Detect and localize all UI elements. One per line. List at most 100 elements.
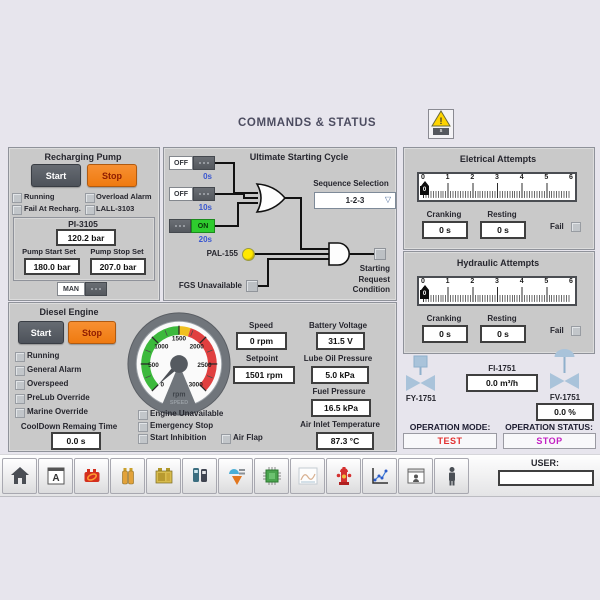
panel-title: Diesel Engine xyxy=(39,307,99,317)
pal-155-label: PAL-155 xyxy=(206,249,238,258)
svg-text:2500: 2500 xyxy=(197,362,212,369)
air-inlet-temp-value: 87.3 °C xyxy=(316,432,374,450)
alarm-summary-button[interactable]: A xyxy=(38,458,73,494)
operator-icon xyxy=(441,464,463,488)
scale-pointer: 0 xyxy=(420,285,429,299)
toggle-grip xyxy=(193,156,215,170)
starter-3-toggle[interactable]: ON xyxy=(169,219,215,233)
cranking-label: Cranking xyxy=(426,210,462,219)
trend-chart-button[interactable] xyxy=(290,458,325,494)
home-button[interactable] xyxy=(2,458,37,494)
svg-text:2000: 2000 xyxy=(190,343,205,350)
starter-1-toggle[interactable]: OFF xyxy=(169,156,215,170)
starter-2-toggle[interactable]: OFF xyxy=(169,187,215,201)
fv-1751-value: 0.0 % xyxy=(536,403,594,421)
fgs-unavailable-indicator xyxy=(246,280,258,292)
speed-gauge: 0 500 1000 1500 2000 2500 3000 rpm SPEED xyxy=(127,312,231,416)
pal-155-lamp xyxy=(242,248,255,261)
svg-text:0: 0 xyxy=(161,382,165,389)
cranking-value: 0 s xyxy=(422,221,468,239)
pump-stop-button[interactable]: Stop xyxy=(87,164,137,187)
running-label: Running xyxy=(24,192,55,201)
resting-label: Resting xyxy=(487,314,517,323)
gauge-unit: rpm xyxy=(173,391,186,398)
emergency-stop-label: Emergency Stop xyxy=(150,421,214,430)
scale-pointer: 0 xyxy=(420,181,429,195)
bottom-toolbar: A USER: xyxy=(0,454,600,497)
instruments-icon xyxy=(189,464,211,488)
fire-hydrant-icon xyxy=(333,464,355,488)
lall-3103-label: LALL-3103 xyxy=(96,204,135,213)
fuel-pressure-value: 16.5 kPa xyxy=(311,399,371,417)
fi-1751-value: 0.0 m³/h xyxy=(466,374,538,392)
operator-button[interactable] xyxy=(434,458,469,494)
lube-oil-pressure-label: Lube Oil Pressure xyxy=(303,354,373,363)
pump-stop-set-value[interactable]: 207.0 bar xyxy=(90,258,146,275)
pump-stop-set-label: Pump Stop Set xyxy=(90,247,144,256)
general-alarm-label: General Alarm xyxy=(27,365,82,374)
cpu-chip-icon xyxy=(261,464,283,488)
engine-button[interactable] xyxy=(74,458,109,494)
marine-override-label: Marine Override xyxy=(27,407,88,416)
generator-button[interactable] xyxy=(146,458,181,494)
general-alarm-indicator xyxy=(15,366,25,376)
fail-label: Fail xyxy=(550,222,564,231)
toggle-state: OFF xyxy=(169,156,193,170)
svg-text:1500: 1500 xyxy=(172,335,187,342)
pressure-settings-box: PI-3105 120.2 bar Pump Start Set Pump St… xyxy=(13,217,155,281)
and-gate xyxy=(328,242,350,266)
cranking-label: Cranking xyxy=(426,314,462,323)
pump-start-set-label: Pump Start Set xyxy=(22,247,76,256)
emergency-stop-indicator xyxy=(138,422,148,432)
air-inlet-temp-label: Air Inlet Temperature xyxy=(300,420,380,429)
engine-unavailable-label: Engine Unavailable xyxy=(150,409,224,418)
engine-icon xyxy=(81,464,103,488)
fail-indicator xyxy=(571,326,581,336)
engine-unavailable-indicator xyxy=(138,410,148,420)
toggle-grip xyxy=(193,187,215,201)
login-window-button[interactable] xyxy=(398,458,433,494)
separator-filter-button[interactable] xyxy=(218,458,253,494)
running-indicator xyxy=(12,193,22,203)
home-icon xyxy=(9,464,31,488)
fi-1751-label: FI-1751 xyxy=(488,364,516,373)
or-gate xyxy=(255,183,287,213)
panel-title: Eletrical Attempts xyxy=(459,154,537,164)
engine-start-button[interactable]: Start xyxy=(18,321,64,344)
fail-at-recharge-indicator xyxy=(12,205,22,215)
overload-alarm-indicator xyxy=(85,193,95,203)
fire-hydrant-button[interactable] xyxy=(326,458,361,494)
starter-2-time: 10s xyxy=(198,203,212,212)
gas-bottles-button[interactable] xyxy=(110,458,145,494)
overspeed-indicator xyxy=(15,380,25,390)
fy-1751-label: FY-1751 xyxy=(405,394,437,403)
separator-filter-icon xyxy=(225,464,247,488)
toggle-grip xyxy=(85,282,107,296)
user-input[interactable] xyxy=(498,470,594,486)
setpoint-value: 1501 rpm xyxy=(233,366,295,384)
engine-stop-button[interactable]: Stop xyxy=(68,321,116,344)
scatter-chart-button[interactable] xyxy=(362,458,397,494)
man-auto-toggle[interactable]: MAN xyxy=(57,282,107,296)
alarm-warning-button[interactable]: ! s xyxy=(428,109,454,139)
battery-voltage-label: Battery Voltage xyxy=(308,321,368,330)
running-label: Running xyxy=(27,351,60,360)
pump-start-set-value[interactable]: 180.0 bar xyxy=(24,258,80,275)
svg-text:A: A xyxy=(52,473,59,484)
svg-text:!: ! xyxy=(440,116,443,126)
toggle-state: OFF xyxy=(169,187,193,201)
start-inhibition-indicator xyxy=(138,434,148,444)
pi-3105-value: 120.2 bar xyxy=(56,229,116,246)
login-window-icon xyxy=(405,464,427,488)
cpu-chip-button[interactable] xyxy=(254,458,289,494)
toggle-grip xyxy=(169,219,191,233)
recharging-pump-panel: Recharging Pump Start Stop Running Overl… xyxy=(8,147,160,301)
sequence-selection-dropdown[interactable]: 1-2-3 ▽ xyxy=(314,192,396,209)
instruments-button[interactable] xyxy=(182,458,217,494)
pump-start-button[interactable]: Start xyxy=(31,164,81,187)
starter-3-time: 20s xyxy=(198,235,212,244)
